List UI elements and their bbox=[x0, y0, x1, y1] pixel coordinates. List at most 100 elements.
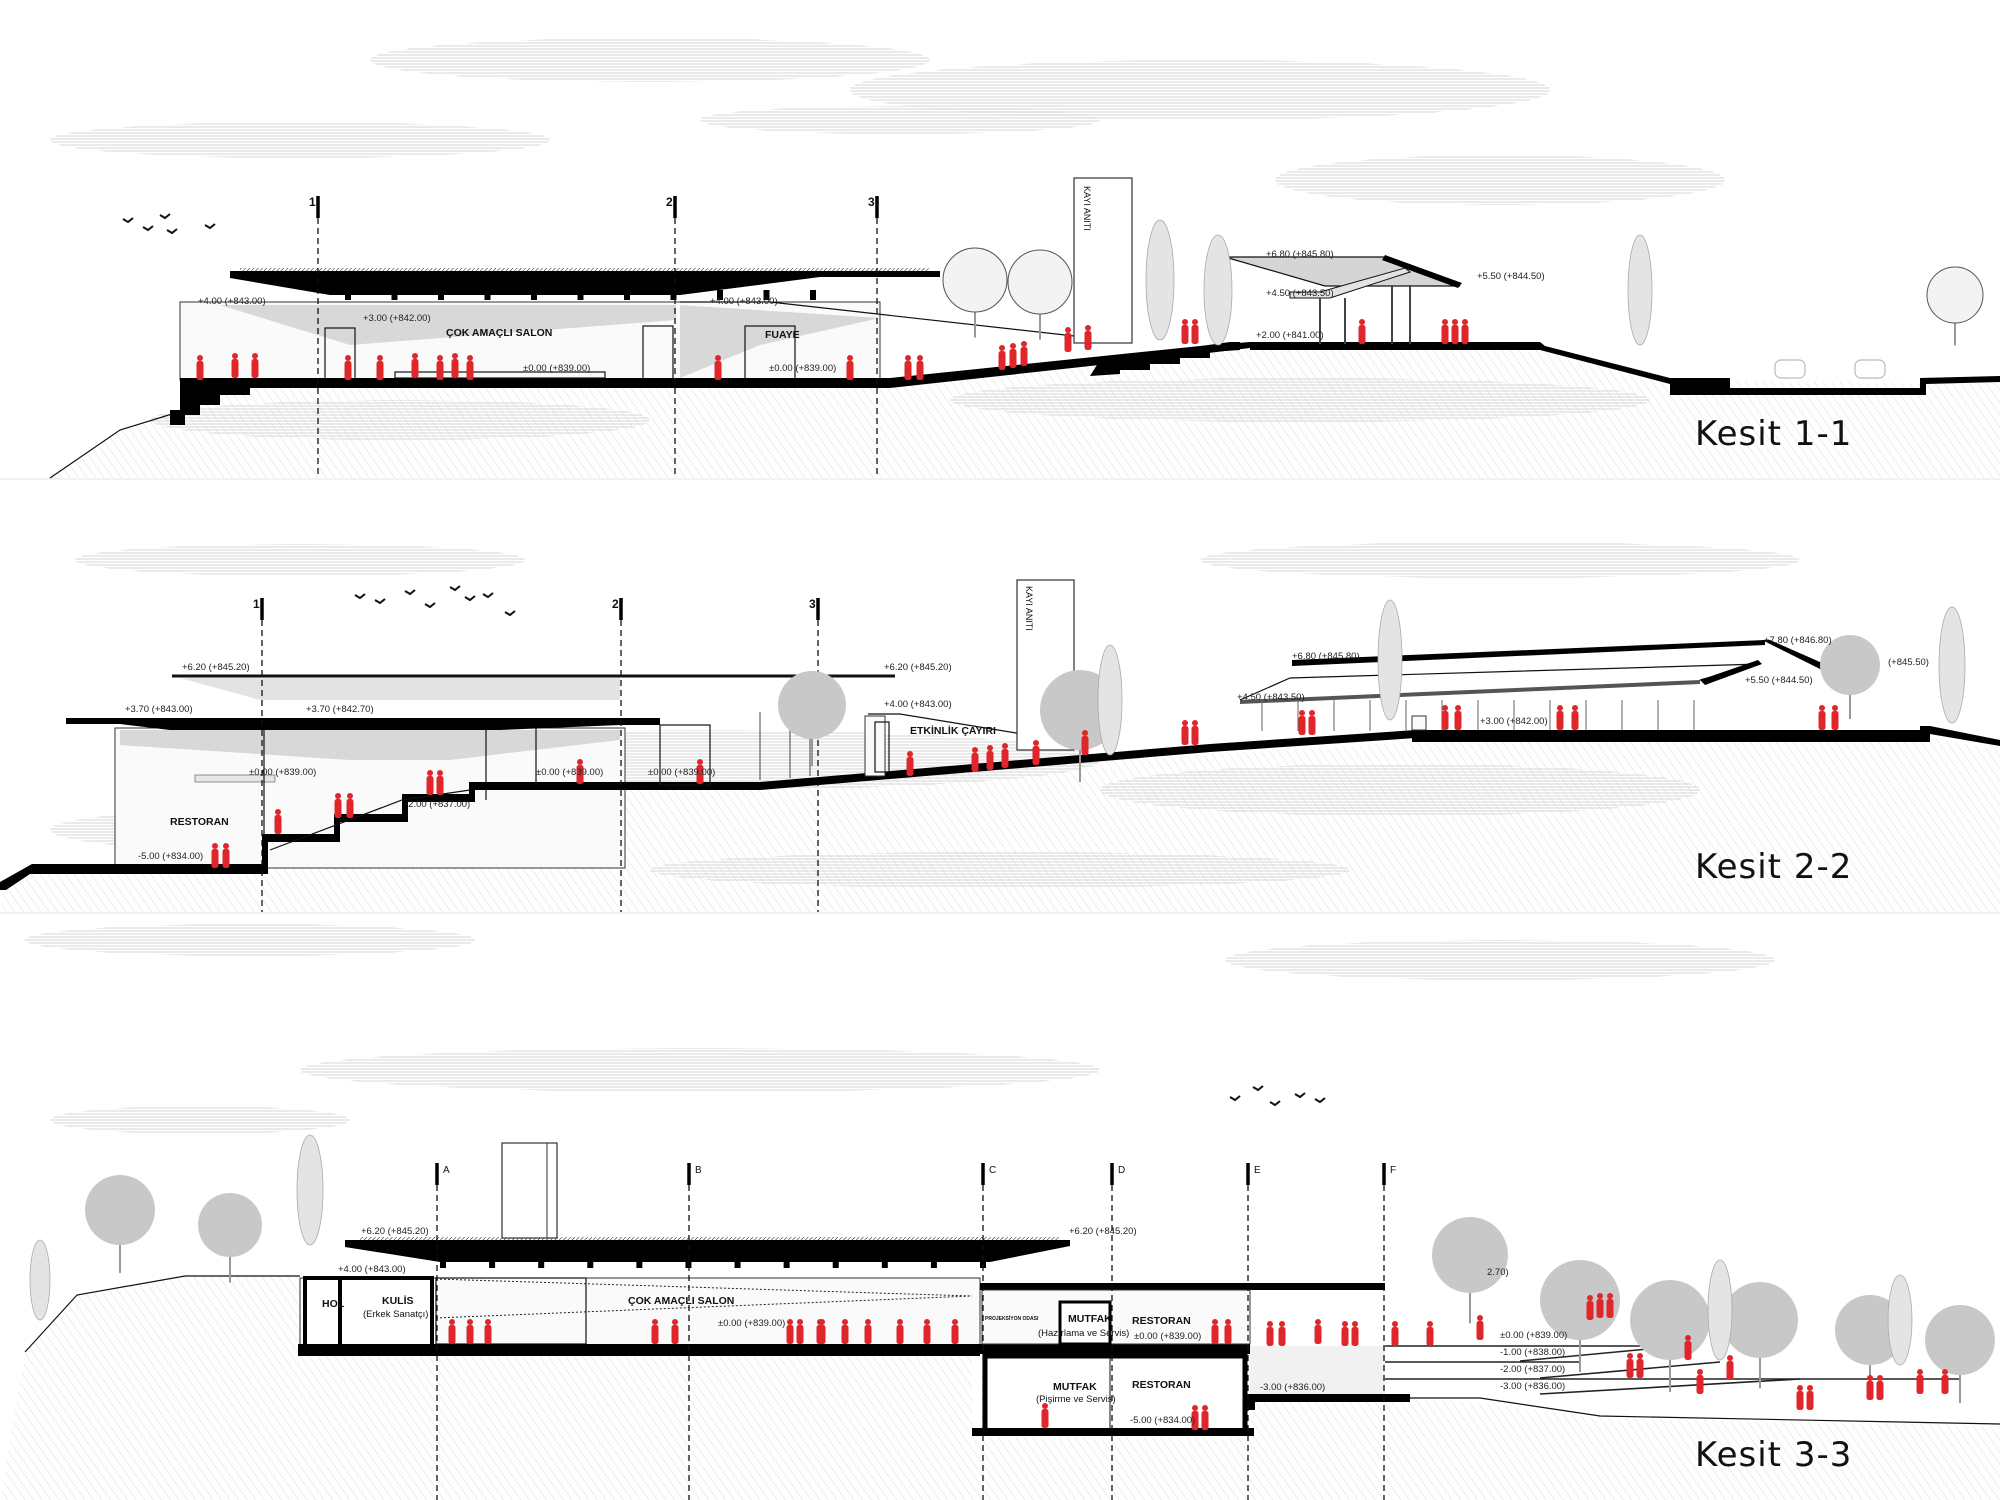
bird-icon bbox=[204, 223, 216, 230]
room-label: ETKİNLİK ÇAYIRI bbox=[910, 724, 996, 737]
person-head bbox=[1309, 710, 1315, 716]
level-label: +4.00 (+843.00) bbox=[710, 296, 778, 307]
person-figure bbox=[1201, 1411, 1209, 1430]
level-label: ±0.00 (+839.00) bbox=[523, 363, 590, 374]
person-head bbox=[907, 751, 913, 757]
level-label: +4.00 (+843.00) bbox=[198, 296, 266, 307]
person-head bbox=[377, 355, 383, 361]
level-label: -5.00 (+834.00) bbox=[1130, 1415, 1195, 1426]
floor-slab bbox=[180, 342, 1250, 395]
tree-canopy bbox=[1926, 266, 1984, 324]
level-label: ±0.00 (+839.00) bbox=[769, 363, 836, 374]
mezzanine-slab bbox=[194, 774, 276, 783]
level-label: +7.80 (+846.80) bbox=[1764, 635, 1832, 646]
person-figure bbox=[1796, 1391, 1804, 1410]
person-head bbox=[1192, 1405, 1198, 1411]
person-head bbox=[1299, 710, 1305, 716]
lower-slab bbox=[972, 1428, 1254, 1436]
tree-canopy bbox=[942, 247, 1008, 313]
person-figure bbox=[1831, 711, 1839, 730]
main-roof-slab bbox=[66, 718, 660, 730]
person-figure bbox=[1696, 1375, 1704, 1394]
sky-cloud-band bbox=[75, 544, 525, 576]
level-label: +6.20 (+845.20) bbox=[182, 662, 250, 673]
person-head bbox=[1685, 1335, 1691, 1341]
person-head bbox=[917, 355, 923, 361]
bird-icon bbox=[1294, 1092, 1306, 1099]
person-head bbox=[1637, 1353, 1643, 1359]
tree-canopy bbox=[1432, 1217, 1508, 1293]
level-label: ±0.00 (+839.00) bbox=[718, 1318, 785, 1329]
person-figure bbox=[274, 815, 282, 834]
section-markers bbox=[435, 1163, 1386, 1500]
hall-floor bbox=[298, 1344, 1250, 1356]
level-label: +2.00 (+841.00) bbox=[1256, 330, 1324, 341]
section-marker-label: B bbox=[695, 1165, 702, 1176]
door-frame bbox=[874, 721, 890, 773]
section-marker-label: 3 bbox=[809, 597, 816, 611]
person-figure bbox=[1211, 1325, 1219, 1344]
person-head bbox=[437, 355, 443, 361]
person-head bbox=[972, 747, 978, 753]
person-figure bbox=[904, 361, 912, 380]
roof-beam bbox=[587, 1258, 594, 1268]
pavilion-columns bbox=[1261, 700, 1695, 731]
roof-hatch bbox=[240, 268, 930, 272]
person-head bbox=[197, 355, 203, 361]
level-label: -1.00 (+838.00) bbox=[1500, 1347, 1565, 1358]
person-figure bbox=[411, 359, 419, 378]
person-head bbox=[485, 1319, 491, 1325]
level-label: 2.70) bbox=[1487, 1267, 1509, 1278]
person-figure bbox=[1726, 1361, 1734, 1380]
roof-beam bbox=[636, 1258, 643, 1268]
person-head bbox=[467, 355, 473, 361]
level-label: +6.20 (+845.20) bbox=[361, 1226, 429, 1237]
person-figure bbox=[448, 1325, 456, 1344]
person-figure bbox=[896, 1325, 904, 1344]
cypress-tree bbox=[296, 1134, 324, 1246]
person-head bbox=[672, 1319, 678, 1325]
roof-beams bbox=[345, 290, 816, 300]
person-figure bbox=[951, 1325, 959, 1344]
room-label: MUTFAK bbox=[1053, 1381, 1097, 1393]
sky-cloud-band bbox=[370, 38, 930, 82]
person-head bbox=[232, 353, 238, 359]
person-figure bbox=[1606, 1299, 1614, 1318]
room-sublabel: (Hazırlama ve Servis) bbox=[1038, 1328, 1129, 1339]
person-figure bbox=[376, 361, 384, 380]
person-head bbox=[1182, 720, 1188, 726]
person-figure bbox=[251, 359, 259, 378]
level-label: +4.50 (+843.50) bbox=[1237, 692, 1305, 703]
roof-beam bbox=[438, 290, 444, 300]
tower bbox=[501, 1142, 558, 1239]
person-figure bbox=[1278, 1327, 1286, 1346]
level-label: +6.20 (+845.20) bbox=[1069, 1226, 1137, 1237]
tree-canopy bbox=[85, 1175, 155, 1245]
person-figure bbox=[986, 751, 994, 770]
person-figure bbox=[1556, 711, 1564, 730]
roof-beam bbox=[783, 1258, 790, 1268]
kayi-aniti-monument bbox=[1073, 177, 1133, 344]
mutfak-upper bbox=[1058, 1300, 1112, 1346]
person-head bbox=[1182, 319, 1188, 325]
section-2-2 bbox=[0, 579, 2000, 914]
person-figure bbox=[1454, 711, 1462, 730]
cypress-tree bbox=[1377, 599, 1403, 721]
person-head bbox=[1867, 1375, 1873, 1381]
cypress-tree bbox=[1203, 234, 1233, 346]
person-figure bbox=[1081, 736, 1089, 755]
person-head bbox=[999, 345, 1005, 351]
person-head bbox=[1627, 1353, 1633, 1359]
person-figure bbox=[1476, 1321, 1484, 1340]
level-label: +3.00 (+842.00) bbox=[1480, 716, 1548, 727]
section-marker-label: 2 bbox=[666, 195, 673, 209]
person-figure bbox=[1916, 1375, 1924, 1394]
roof-beam bbox=[440, 1258, 446, 1268]
pavilion-raised-floor bbox=[1426, 730, 1626, 738]
person-head bbox=[715, 355, 721, 361]
cypress-tree bbox=[29, 1239, 51, 1321]
ceiling-shade bbox=[120, 730, 620, 760]
person-figure bbox=[1191, 325, 1199, 344]
person-head bbox=[1477, 1315, 1483, 1321]
pavilion-step bbox=[1411, 715, 1427, 731]
